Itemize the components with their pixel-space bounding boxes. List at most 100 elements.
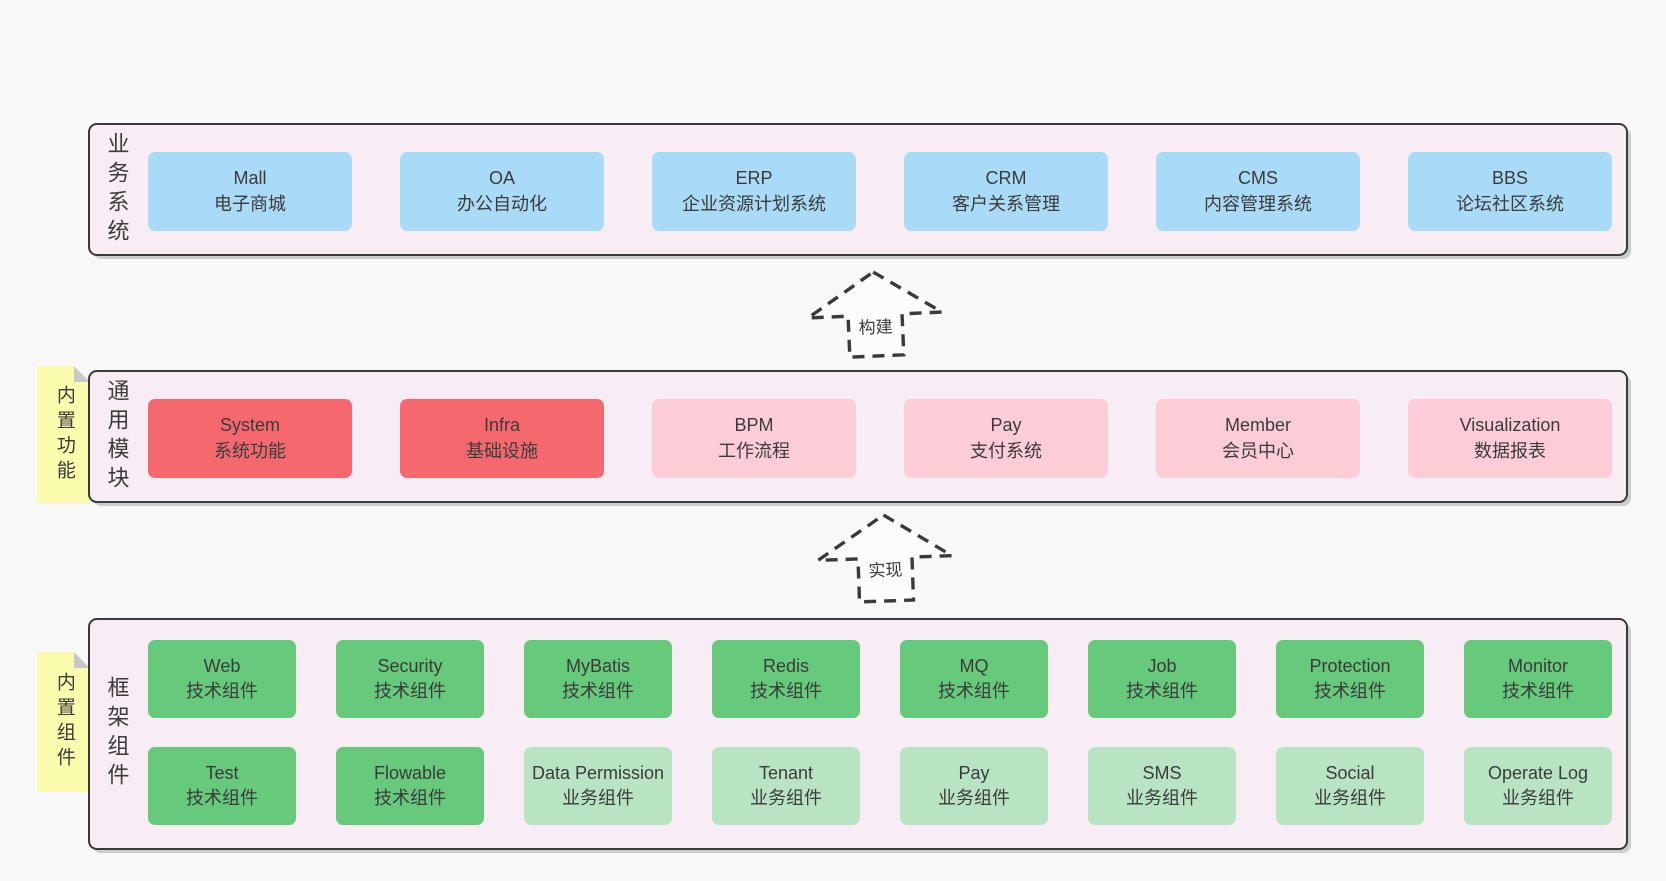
box-title: CMS [1238,168,1278,189]
box-title: Protection [1309,655,1391,676]
business-boxes-row: Mall 电子商城 OA 办公自动化 ERP 企业资源计划系统 CRM 客户关系… [148,152,1612,231]
box-oa: OA 办公自动化 [400,152,604,231]
box-bpm: BPM 工作流程 [652,399,856,478]
box-social: Social 业务组件 [1276,747,1424,825]
box-title: MQ [959,655,989,676]
box-subtitle: 客户关系管理 [952,193,1060,214]
implement-arrow: 实现 [810,508,959,607]
box-subtitle: 内容管理系统 [1204,193,1312,214]
box-title: Operate Log [1487,762,1589,783]
box-test: Test 技术组件 [148,747,296,825]
box-subtitle: 会员中心 [1222,440,1294,461]
box-subtitle: 办公自动化 [457,193,547,214]
box-title: Monitor [1507,655,1569,676]
box-sms: SMS 业务组件 [1088,747,1236,825]
box-member: Member 会员中心 [1156,399,1360,478]
box-title: CRM [985,168,1027,189]
box-title: Job [1147,655,1177,676]
box-subtitle: 技术组件 [1126,681,1198,701]
sticky-note-text: 内置功能 [53,384,75,485]
box-title: Visualization [1459,415,1561,436]
box-subtitle: 技术组件 [938,681,1010,701]
box-subtitle: 系统功能 [214,440,286,461]
box-flowable: Flowable 技术组件 [336,747,484,825]
box-subtitle: 技术组件 [750,681,822,701]
box-title: Pay [958,762,990,783]
box-title: OA [488,168,515,189]
sticky-note-text: 内置组件 [53,672,75,772]
box-mybatis: MyBatis 技术组件 [524,640,672,718]
build-arrow: 构建 [800,265,950,363]
box-subtitle: 工作流程 [718,440,790,461]
components-row-2: Test 技术组件 Flowable 技术组件 Data Permission … [148,747,1612,825]
box-erp: ERP 企业资源计划系统 [652,152,856,231]
box-system: System 系统功能 [148,399,352,478]
box-web: Web 技术组件 [148,640,296,718]
box-subtitle: 技术组件 [374,681,446,701]
box-title: Test [205,762,239,783]
box-data-permission: Data Permission 业务组件 [524,747,672,825]
box-subtitle: 业务组件 [750,788,822,808]
box-title: Flowable [373,762,447,783]
box-title: Infra [483,415,521,436]
box-title: SMS [1142,762,1182,783]
box-subtitle: 电子商城 [214,193,286,214]
box-subtitle: 业务组件 [938,788,1010,808]
business-systems-panel: 业务系统 Mall 电子商城 OA 办公自动化 ERP 企业资源计划系统 CRM… [88,123,1628,256]
box-crm: CRM 客户关系管理 [904,152,1108,231]
box-operate-log: Operate Log 业务组件 [1464,747,1612,825]
modules-panel-side-label: 通用模块 [104,378,130,495]
box-subtitle: 技术组件 [562,681,634,701]
box-title: MyBatis [565,655,630,676]
box-title: Security [377,655,443,676]
box-tenant: Tenant 业务组件 [712,747,860,825]
business-panel-side-label: 业务系统 [104,131,130,248]
box-visualization: Visualization 数据报表 [1408,399,1612,478]
box-title: BBS [1491,168,1529,189]
box-redis: Redis 技术组件 [712,640,860,718]
box-cms: CMS 内容管理系统 [1156,152,1360,231]
box-subtitle: 业务组件 [1502,788,1574,808]
box-subtitle: 技术组件 [186,681,258,701]
box-subtitle: 数据报表 [1474,440,1546,461]
box-job: Job 技术组件 [1088,640,1236,718]
implement-arrow-label: 实现 [864,555,906,582]
modules-boxes-row: System 系统功能 Infra 基础设施 BPM 工作流程 Pay 支付系统… [148,399,1612,478]
box-pay: Pay 支付系统 [904,399,1108,478]
box-bbs: BBS 论坛社区系统 [1408,152,1612,231]
box-subtitle: 技术组件 [374,788,446,808]
box-title: System [219,415,280,436]
box-subtitle: 论坛社区系统 [1456,193,1564,214]
box-title: Tenant [758,762,814,783]
box-subtitle: 技术组件 [186,788,258,808]
box-monitor: Monitor 技术组件 [1464,640,1612,718]
box-protection: Protection 技术组件 [1276,640,1424,718]
components-row-1: Web 技术组件 Security 技术组件 MyBatis 技术组件 Redi… [148,640,1612,718]
box-mq: MQ 技术组件 [900,640,1048,718]
box-title: Mall [233,168,267,189]
box-title: Web [203,655,241,676]
box-title: Redis [762,655,810,676]
common-modules-panel: 通用模块 System 系统功能 Infra 基础设施 BPM 工作流程 Pay… [88,370,1628,503]
box-security: Security 技术组件 [336,640,484,718]
framework-components-panel: 框架组件 Web 技术组件 Security 技术组件 MyBatis 技术组件… [88,618,1628,850]
build-arrow-label: 构建 [854,312,897,339]
box-title: Pay [990,415,1022,436]
sticky-note-builtin-components: 内置组件 [37,652,90,792]
sticky-note-builtin-features: 内置功能 [37,366,90,503]
box-subtitle: 技术组件 [1502,681,1574,701]
box-subtitle: 技术组件 [1314,681,1386,701]
box-mall: Mall 电子商城 [148,152,352,231]
box-title: BPM [734,415,774,436]
box-title: ERP [735,168,773,189]
box-title: Member [1224,415,1291,436]
box-subtitle: 支付系统 [970,440,1042,461]
components-panel-side-label: 框架组件 [104,676,130,792]
box-subtitle: 业务组件 [1314,788,1386,808]
box-infra: Infra 基础设施 [400,399,604,478]
box-subtitle: 业务组件 [562,788,634,808]
box-subtitle: 基础设施 [466,440,538,461]
box-subtitle: 业务组件 [1126,788,1198,808]
box-pay-business: Pay 业务组件 [900,747,1048,825]
